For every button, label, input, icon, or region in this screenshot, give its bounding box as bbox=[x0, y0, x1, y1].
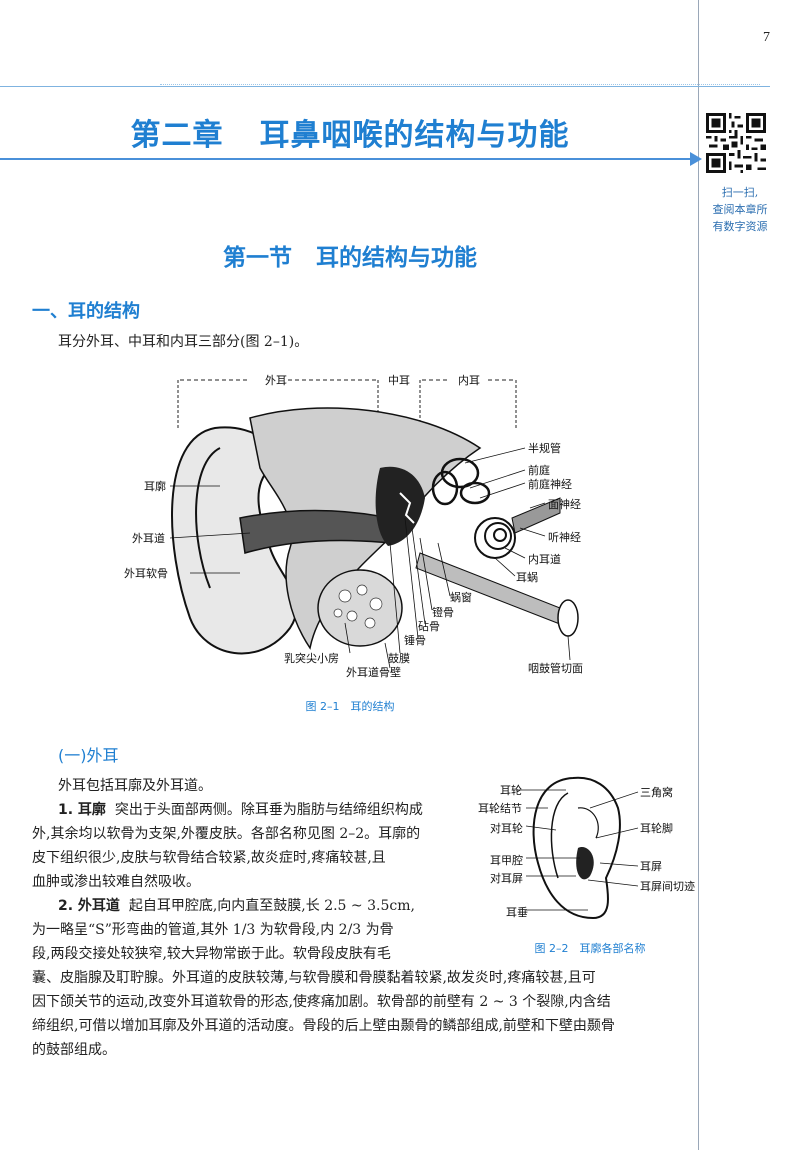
intro-paragraph: 耳分外耳、中耳和内耳三部分(图 2–1)。 bbox=[58, 334, 309, 350]
label-helix: 耳轮 bbox=[500, 784, 522, 797]
chapter-rule-arrow bbox=[690, 152, 702, 166]
label-mastoid-cells: 乳突尖小房 bbox=[284, 652, 339, 665]
label-ear-canal: 外耳道 bbox=[132, 532, 165, 545]
heading-ear-structure: 一、耳的结构 bbox=[32, 301, 140, 322]
chapter-name: 耳鼻咽喉的结构与功能 bbox=[259, 118, 570, 153]
qr-caption-line: 有数字资源 bbox=[712, 220, 768, 233]
chapter-rule bbox=[0, 158, 700, 160]
auricle-line: 突出于头面部两侧。除耳垂为脂肪与结缔组织构成 bbox=[114, 802, 423, 818]
auricle-figure: 耳轮 耳轮结节 对耳轮 耳甲腔 对耳屏 耳垂 三角窝 耳轮脚 耳屏 耳屏间切迹 bbox=[478, 768, 698, 928]
label-eustachian-section: 咽鼓管切面 bbox=[528, 662, 583, 675]
label-round-window: 蜗窗 bbox=[450, 591, 472, 604]
label-vestibule: 前庭 bbox=[528, 464, 550, 477]
chapter-title: 第二章耳鼻咽喉的结构与功能 bbox=[0, 110, 700, 154]
qr-code-icon[interactable] bbox=[706, 113, 766, 173]
label-auricle: 耳廓 bbox=[144, 480, 166, 493]
auricle-line: 血肿或渗出较难自然吸收。 bbox=[32, 874, 200, 890]
ear-canal-line: 的鼓部组成。 bbox=[32, 1042, 116, 1058]
label-cochlea: 耳蜗 bbox=[516, 571, 538, 584]
label-stapes: 镫骨 bbox=[432, 606, 454, 619]
ear-canal-line: 因下颌关节的运动,改变外耳道软骨的形态,使疼痛加剧。软骨部的前壁有 2 ~ 3 … bbox=[32, 994, 611, 1010]
ear-canal-paragraph: 2. 外耳道 起自耳甲腔底,向内直至鼓膜,长 2.5 ~ 3.5cm, 为一略呈… bbox=[32, 894, 693, 1062]
auricle-paragraph: 1. 耳廓 突出于头面部两侧。除耳垂为脂肪与结缔组织构成 外,其余均以软骨为支架… bbox=[32, 798, 468, 894]
label-semicircular-canals: 半规管 bbox=[528, 442, 561, 455]
qr-caption-line: 扫一扫, bbox=[721, 186, 759, 199]
ear-canal-line: 缔组织,可借以增加耳廓及外耳道的活动度。骨段的后上壁由颞骨的鳞部组成,前壁和下壁… bbox=[32, 1018, 615, 1034]
term-auricle: 1. 耳廓 bbox=[58, 802, 106, 818]
label-malleus: 锤骨 bbox=[404, 634, 426, 647]
section-number: 第一节 bbox=[223, 245, 292, 271]
label-internal-canal: 内耳道 bbox=[528, 553, 561, 566]
outer-ear-intro: 外耳包括耳廓及外耳道。 bbox=[58, 774, 468, 798]
ear-canal-line: 段,两段交接处较狭窄,较大异物常嵌于此。软骨段皮肤有毛 bbox=[32, 946, 391, 962]
term-ear-canal: 2. 外耳道 bbox=[58, 898, 120, 914]
chapter-number: 第二章 bbox=[130, 118, 224, 153]
label-helix-tubercle: 耳轮结节 bbox=[478, 802, 522, 815]
region-label-inner-ear: 内耳 bbox=[458, 374, 480, 387]
figure-2-1-caption: 图 2–1 耳的结构 bbox=[305, 700, 395, 713]
header-decoration bbox=[160, 74, 760, 85]
ear-structure-figure: 外耳 中耳 内耳 耳廓 外耳道 外耳软骨 半规管 前庭 前庭神经 面神经 听神经… bbox=[120, 368, 620, 679]
label-helix-crus: 耳轮脚 bbox=[640, 822, 673, 835]
label-vestibular-nerve: 前庭神经 bbox=[528, 478, 572, 491]
figure-2-2-caption: 图 2–2 耳廓各部名称 bbox=[534, 942, 646, 955]
section-title: 第一节耳的结构与功能 bbox=[0, 238, 700, 272]
label-eardrum: 鼓膜 bbox=[388, 652, 410, 665]
label-triangular-fossa: 三角窝 bbox=[640, 786, 673, 799]
auricle-line: 皮下组织很少,皮肤与软骨结合较紧,故炎症时,疼痛较甚,且 bbox=[32, 850, 386, 866]
label-antitragus: 对耳屏 bbox=[490, 872, 523, 885]
ear-anatomy-illustration bbox=[169, 379, 579, 669]
header-rule bbox=[0, 86, 770, 87]
qr-caption-line: 查阅本章所 bbox=[712, 203, 768, 216]
ear-canal-line: 起自耳甲腔底,向内直至鼓膜,长 2.5 ~ 3.5cm, bbox=[128, 898, 415, 914]
label-intertragic-notch: 耳屏间切迹 bbox=[640, 880, 695, 893]
label-concha: 耳甲腔 bbox=[490, 854, 523, 867]
section-name: 耳的结构与功能 bbox=[316, 245, 477, 271]
region-label-outer-ear: 外耳 bbox=[265, 374, 287, 387]
paragraph-outer-ear: 外耳包括耳廓及外耳道。 bbox=[58, 778, 212, 794]
label-incus: 砧骨 bbox=[418, 620, 440, 633]
qr-caption: 扫一扫, 查阅本章所 有数字资源 bbox=[700, 184, 780, 235]
ear-canal-line: 为一略呈“S”形弯曲的管道,其外 1/3 为软骨段,内 2/3 为骨 bbox=[32, 922, 394, 938]
label-lobule: 耳垂 bbox=[506, 906, 528, 919]
label-auditory-nerve: 听神经 bbox=[548, 531, 581, 544]
region-label-middle-ear: 中耳 bbox=[388, 374, 410, 387]
margin-divider bbox=[698, 0, 699, 1150]
label-canal-bone-wall: 外耳道骨壁 bbox=[346, 666, 401, 679]
heading-outer-ear: (一)外耳 bbox=[58, 746, 119, 765]
page-number: 7 bbox=[763, 30, 770, 45]
ear-canal-line: 囊、皮脂腺及耵聍腺。外耳道的皮肤较薄,与软骨膜和骨膜黏着较紧,故发炎时,疼痛较甚… bbox=[32, 970, 596, 986]
auricle-line: 外,其余均以软骨为支架,外覆皮肤。各部名称见图 2–2。耳廓的 bbox=[32, 826, 421, 842]
label-ear-cartilage: 外耳软骨 bbox=[124, 567, 168, 580]
label-facial-nerve: 面神经 bbox=[548, 498, 581, 511]
label-tragus: 耳屏 bbox=[640, 860, 662, 873]
auricle-illustration bbox=[516, 776, 639, 920]
label-antihelix: 对耳轮 bbox=[490, 822, 523, 835]
